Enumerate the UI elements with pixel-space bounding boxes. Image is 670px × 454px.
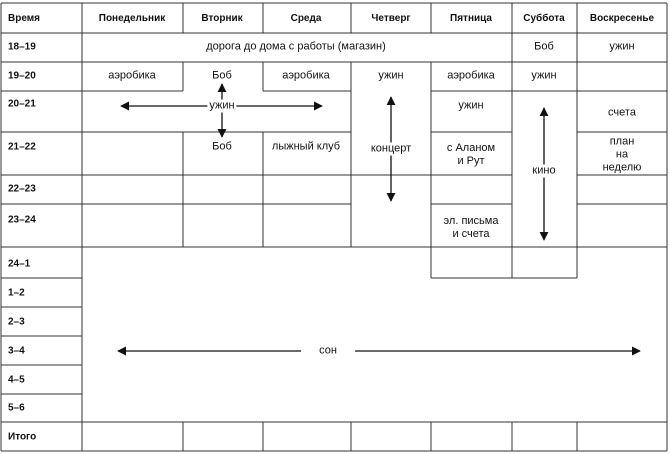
header-tuesday: Вторник [201, 13, 243, 24]
event-sleep: сон [301, 344, 355, 358]
time-label: 20–21 [8, 98, 36, 110]
event-saturday-bob: Боб [534, 40, 554, 53]
time-label: 18–19 [8, 41, 36, 53]
event-tuesday-bob: Боб [212, 69, 232, 82]
event-friday-dinner: ужин [458, 99, 484, 112]
event-friday-email-bills: эл. письма и счета [443, 215, 499, 240]
time-label: 5–6 [8, 402, 25, 414]
header-saturday: Суббота [523, 13, 565, 24]
event-movie: кино [530, 164, 558, 178]
total-label: Итого [8, 431, 37, 443]
time-label: 19–20 [8, 70, 36, 82]
time-label: 22–23 [8, 183, 36, 195]
event-weekly-plan: план на неделю [602, 135, 642, 174]
event-sunday-bills: счета [608, 106, 636, 119]
header-friday: Пятница [450, 13, 492, 24]
event-thursday-dinner: ужин [378, 69, 404, 82]
event-commute: дорога до дома с работы (магазин) [206, 40, 386, 53]
time-label: 1–2 [8, 287, 25, 299]
header-monday: Понедельник [98, 13, 166, 24]
event-dinner-span: ужин [207, 99, 237, 113]
time-label: 24–1 [8, 258, 31, 270]
event-ski-club: лыжный клуб [271, 140, 341, 153]
time-label: 2–3 [8, 316, 25, 328]
time-label: 3–4 [8, 345, 25, 357]
time-label: 23–24 [8, 214, 36, 226]
event-monday-aerobics: аэробика [108, 69, 156, 82]
event-friday-aerobics: аэробика [447, 69, 495, 82]
header-thursday: Четверг [371, 13, 411, 24]
header-wednesday: Среда [290, 13, 322, 24]
event-saturday-dinner: ужин [531, 69, 557, 82]
event-wednesday-aerobics: аэробика [282, 69, 330, 82]
time-label: 21–22 [8, 141, 36, 153]
time-label: 4–5 [8, 374, 25, 386]
header-sunday: Воскресенье [589, 13, 655, 24]
event-friday-alan-ruth: с Аланом и Рут [446, 142, 496, 167]
event-sunday-dinner: ужин [609, 40, 635, 53]
header-time: Время [8, 13, 40, 24]
event-tuesday-bob-late: Боб [212, 140, 232, 153]
event-concert: концерт [368, 142, 414, 156]
